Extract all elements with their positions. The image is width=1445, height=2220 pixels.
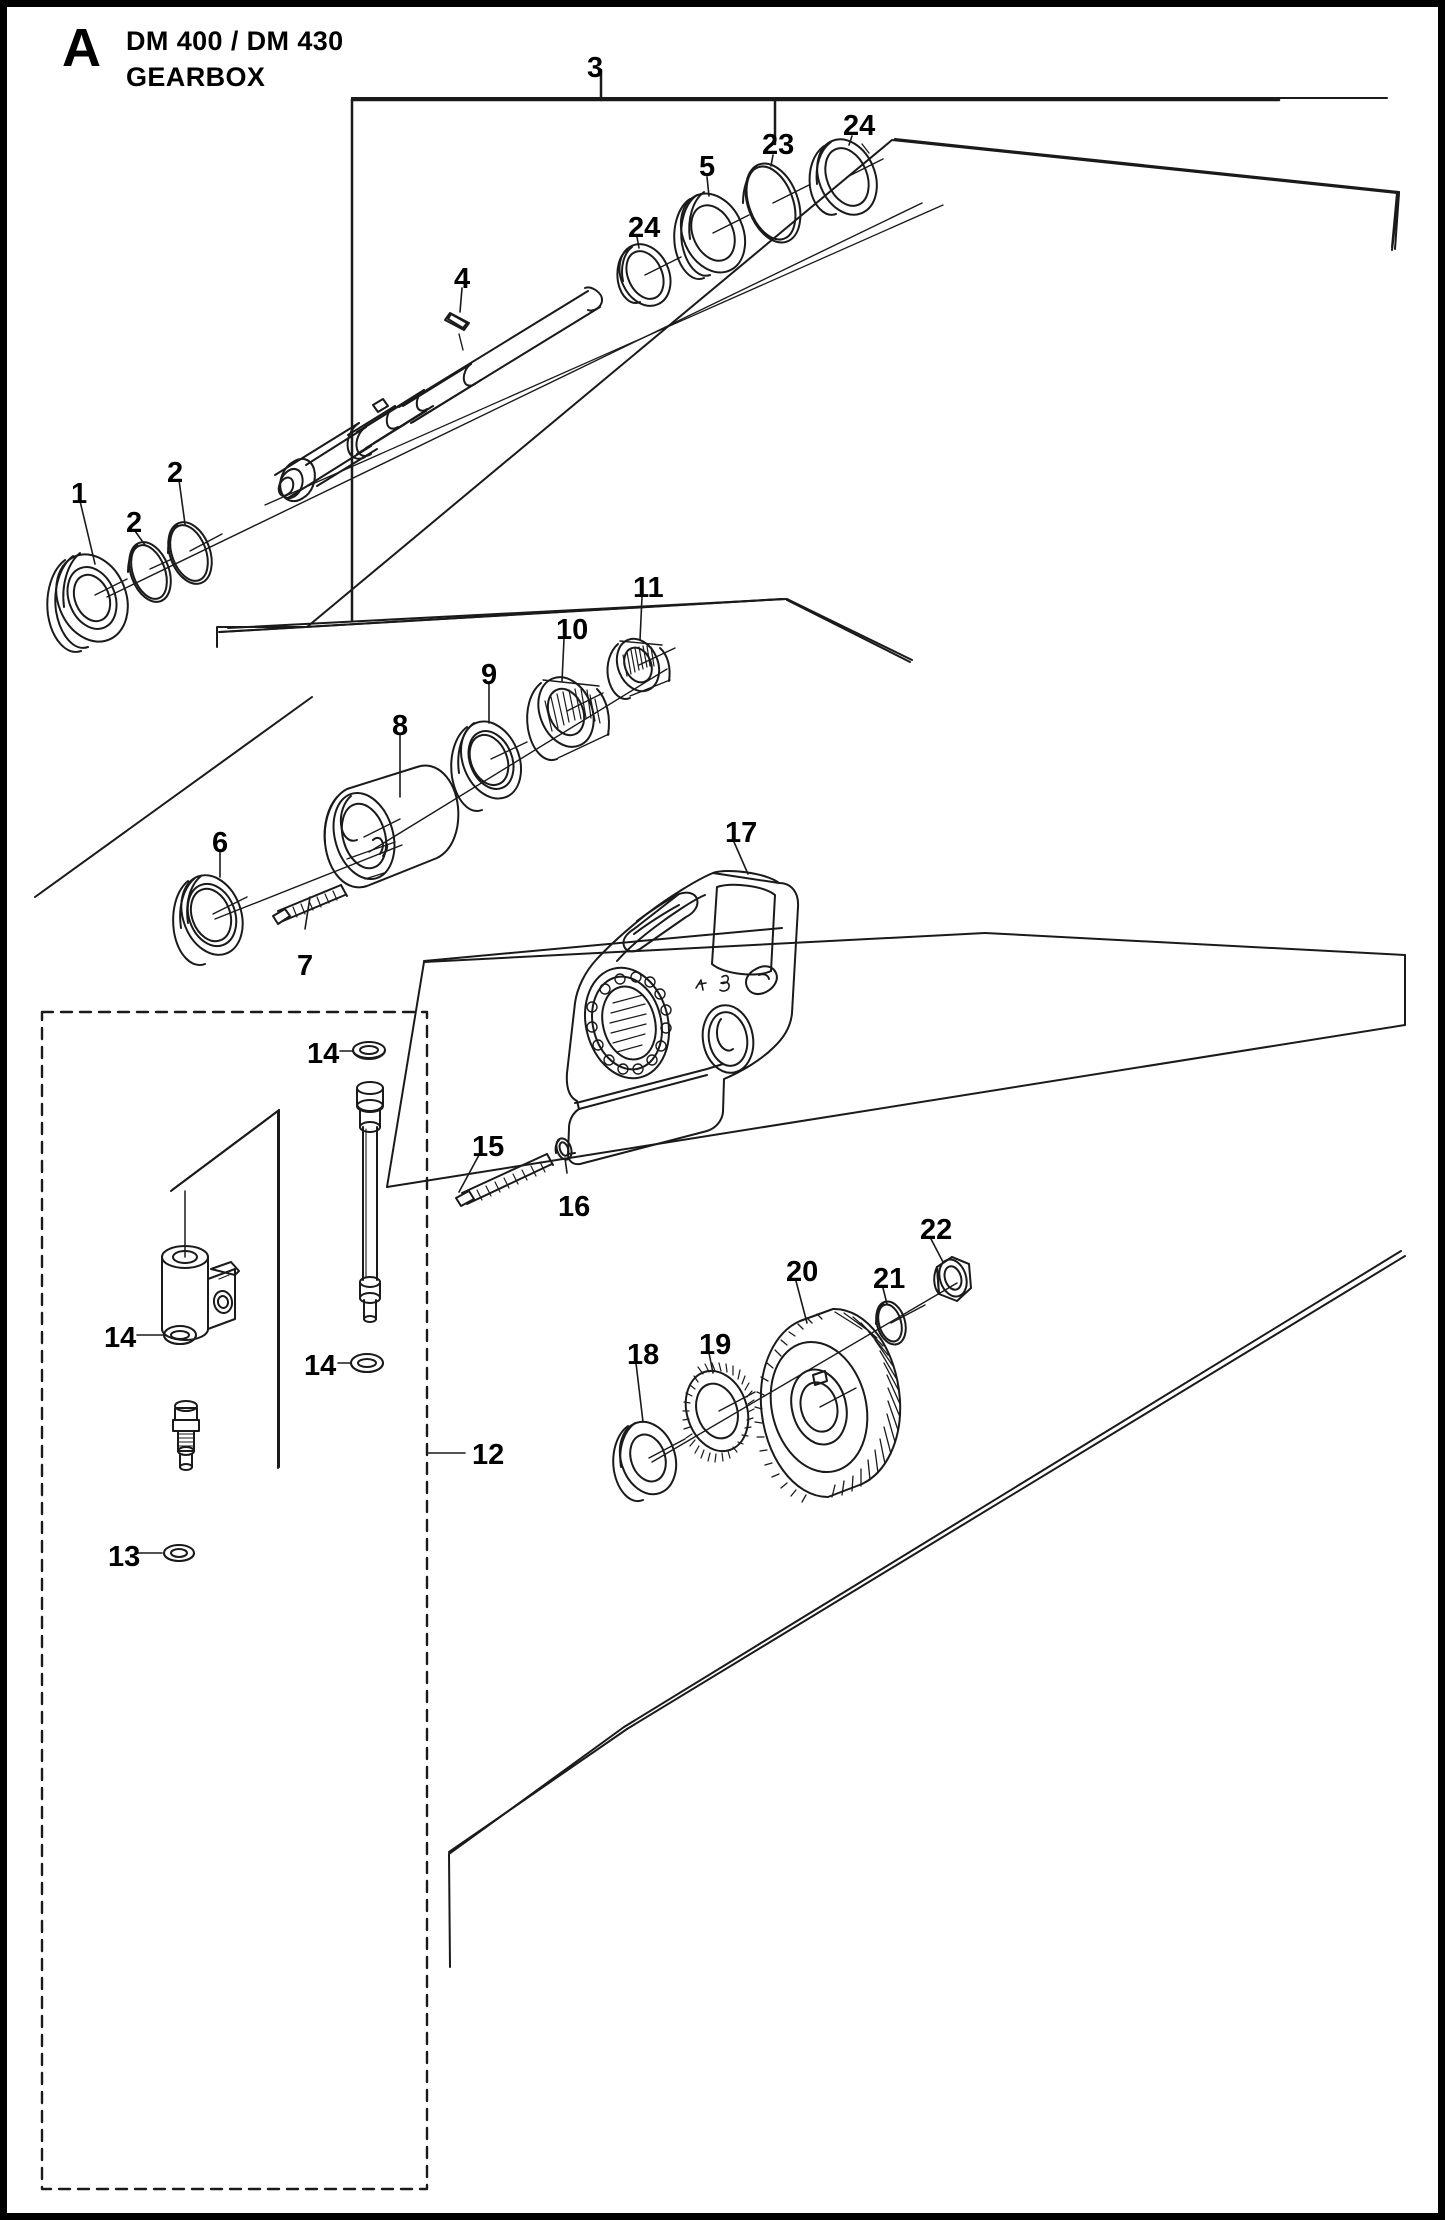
part-11-needle-bearing bbox=[606, 637, 671, 700]
callout-2-b: 2 bbox=[167, 457, 184, 489]
callout-9: 9 bbox=[481, 659, 498, 691]
main-shaft bbox=[264, 204, 944, 506]
callout-20: 20 bbox=[786, 1256, 819, 1288]
leader-lines bbox=[79, 135, 944, 1423]
bracket-3 bbox=[350, 68, 1281, 622]
part-13-washer bbox=[163, 1544, 195, 1562]
part-23-shim bbox=[742, 162, 802, 244]
part-14-oring-top bbox=[352, 1041, 386, 1060]
part-16-washer bbox=[554, 1137, 573, 1161]
part-14-oring-lower-right bbox=[350, 1353, 384, 1373]
model-line: DM 400 / DM 430 bbox=[126, 26, 344, 56]
assembly-axis-lines bbox=[106, 202, 958, 1463]
part-1-seal bbox=[46, 552, 129, 653]
pointer-ticks bbox=[94, 158, 926, 1459]
inset-valve-body bbox=[161, 1190, 240, 1341]
callout-24-b: 24 bbox=[843, 110, 876, 142]
part-5-bearing bbox=[673, 191, 747, 280]
part-10-needle-bearing bbox=[526, 676, 610, 762]
part-12-swivel-tube bbox=[356, 1081, 384, 1323]
gear-group-parallelogram bbox=[448, 1255, 1406, 1853]
part-21-shim bbox=[875, 1300, 907, 1346]
part-2-shim-b bbox=[167, 521, 213, 585]
callout-18: 18 bbox=[627, 1339, 660, 1371]
callout-12: 12 bbox=[472, 1439, 505, 1471]
part-19-lock-washer bbox=[682, 1362, 755, 1463]
callout-6: 6 bbox=[212, 827, 229, 859]
callout-14-b: 14 bbox=[104, 1322, 137, 1354]
callout-24-a: 24 bbox=[628, 212, 661, 244]
group-outline-bearing-region bbox=[786, 599, 911, 663]
callout-16: 16 bbox=[558, 1191, 591, 1223]
part-7-screw bbox=[272, 884, 348, 925]
inset-nipple bbox=[172, 1400, 200, 1471]
exploded-diagram-canvas bbox=[34, 68, 1406, 2191]
part-4-key bbox=[444, 312, 470, 331]
part-14-oring-inset-left bbox=[163, 1325, 197, 1345]
part-9-seal-ring bbox=[450, 720, 522, 812]
callout-23: 23 bbox=[762, 129, 795, 161]
callout-22: 22 bbox=[920, 1214, 953, 1246]
part-15-screw bbox=[455, 1153, 554, 1207]
callout-10: 10 bbox=[556, 614, 589, 646]
part-24-ring-right bbox=[808, 138, 878, 216]
inset-inner-outline bbox=[171, 1109, 280, 1468]
part-22-nut bbox=[933, 1256, 972, 1302]
section-letter: A bbox=[62, 18, 101, 78]
part-6-oil-seal bbox=[172, 874, 244, 966]
bearings-region-border bbox=[34, 598, 913, 898]
callout-3: 3 bbox=[587, 52, 604, 84]
diagram-header: A DM 400 / DM 430 GEARBOX bbox=[62, 21, 344, 94]
inset-dashed-box bbox=[40, 1010, 429, 2191]
callout-1: 1 bbox=[71, 478, 88, 510]
callout-19: 19 bbox=[699, 1329, 732, 1361]
assembly-name: GEARBOX bbox=[126, 62, 266, 93]
upper-group-parallelogram bbox=[894, 138, 1400, 251]
callout-4: 4 bbox=[454, 263, 471, 295]
callout-14-a: 14 bbox=[307, 1038, 340, 1070]
callout-21: 21 bbox=[873, 1263, 906, 1295]
part-2-shim-a bbox=[127, 541, 172, 603]
header-titles: DM 400 / DM 430 GEARBOX bbox=[126, 21, 344, 94]
callout-11: 11 bbox=[633, 572, 664, 604]
group-outline-bearings bbox=[218, 598, 783, 633]
callout-5: 5 bbox=[699, 151, 716, 183]
part-20-gear bbox=[754, 1307, 902, 1503]
housing-group-parallelogram bbox=[423, 927, 783, 962]
inset-inner-frame bbox=[170, 1110, 279, 1469]
group-outline-shaft-parallelogram bbox=[216, 139, 1398, 648]
housing-region-border bbox=[386, 932, 1406, 1188]
gear-region-border bbox=[448, 1250, 1402, 1968]
part-18-washer bbox=[612, 1420, 678, 1503]
callout-2-a: 2 bbox=[126, 507, 143, 539]
callout-14-c: 14 bbox=[304, 1350, 337, 1382]
callout-8: 8 bbox=[392, 710, 409, 742]
part-24-ring-left bbox=[616, 243, 672, 307]
callout-17: 17 bbox=[725, 817, 758, 849]
callout-15: 15 bbox=[472, 1131, 505, 1163]
part-8-sleeve bbox=[323, 764, 460, 889]
callout-13: 13 bbox=[108, 1541, 141, 1573]
callout-7: 7 bbox=[297, 950, 314, 982]
